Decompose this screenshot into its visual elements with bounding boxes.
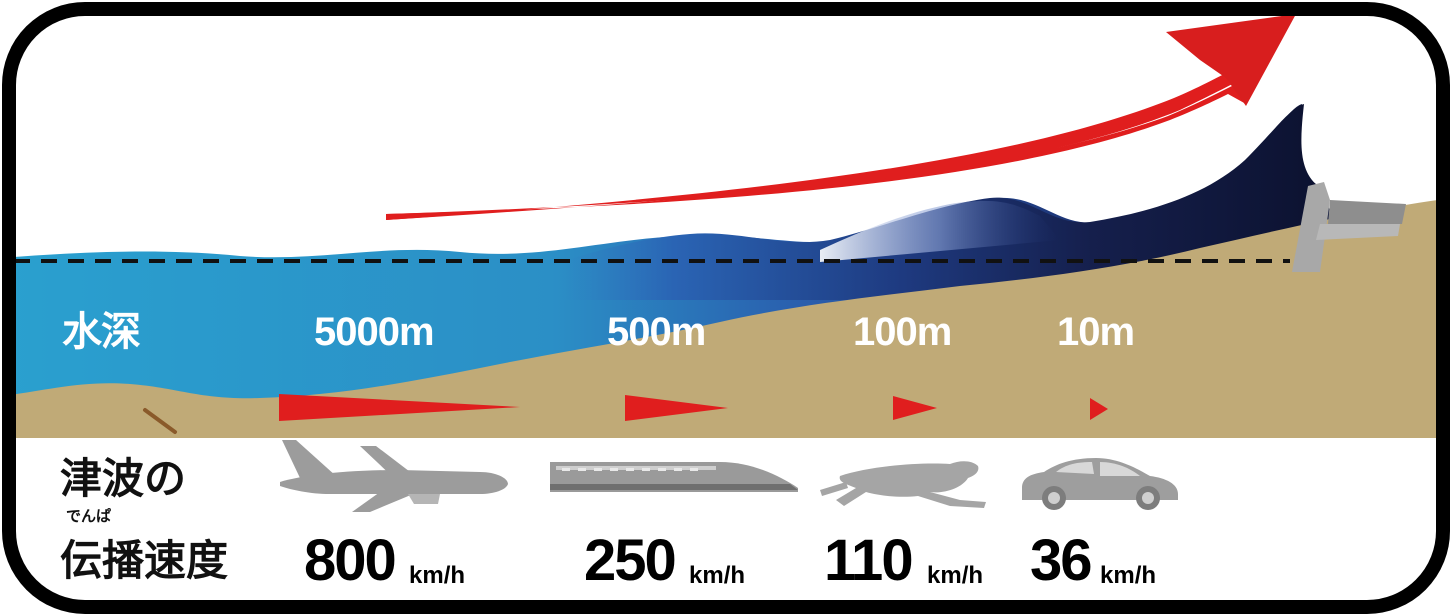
wave-growth-arrow (386, 14, 1296, 220)
speed-unit-250: km/h (689, 562, 746, 589)
tsunami-crest (560, 104, 1330, 300)
depth-label-10m: 10m (1057, 310, 1135, 354)
building-icon (1292, 182, 1406, 272)
depth-label-5000m: 5000m (314, 310, 435, 354)
crest-highlight (820, 200, 1060, 262)
seabed-sand (9, 198, 1443, 440)
speed-value-36: 36 (1030, 528, 1092, 593)
car-icon (1022, 458, 1178, 510)
speed-unit-110: km/h (927, 562, 984, 589)
speed-value-800: 800 (304, 528, 397, 593)
speed-value-110: 110 (824, 528, 914, 593)
speed-wedge-36 (1090, 398, 1108, 420)
speed-title-line2: 伝播速度 (60, 537, 229, 584)
bullet-train-icon (550, 462, 798, 492)
depth-title: 水深 (62, 310, 141, 354)
speed-wedge-250 (625, 395, 728, 421)
speed-wedge-110 (893, 396, 937, 420)
depth-label-500m: 500m (607, 310, 706, 354)
speed-title-ruby: でんぱ (66, 508, 112, 525)
speed-unit-36: km/h (1100, 562, 1157, 589)
speed-value-250: 250 (584, 528, 677, 593)
speed-title-line1: 津波の (60, 455, 187, 502)
cheetah-icon (820, 461, 986, 508)
seabed-stick (143, 408, 177, 434)
depth-label-100m: 100m (853, 310, 952, 354)
speed-unit-800: km/h (409, 562, 466, 589)
speed-wedge-800 (279, 394, 520, 421)
airplane-icon (280, 440, 508, 512)
